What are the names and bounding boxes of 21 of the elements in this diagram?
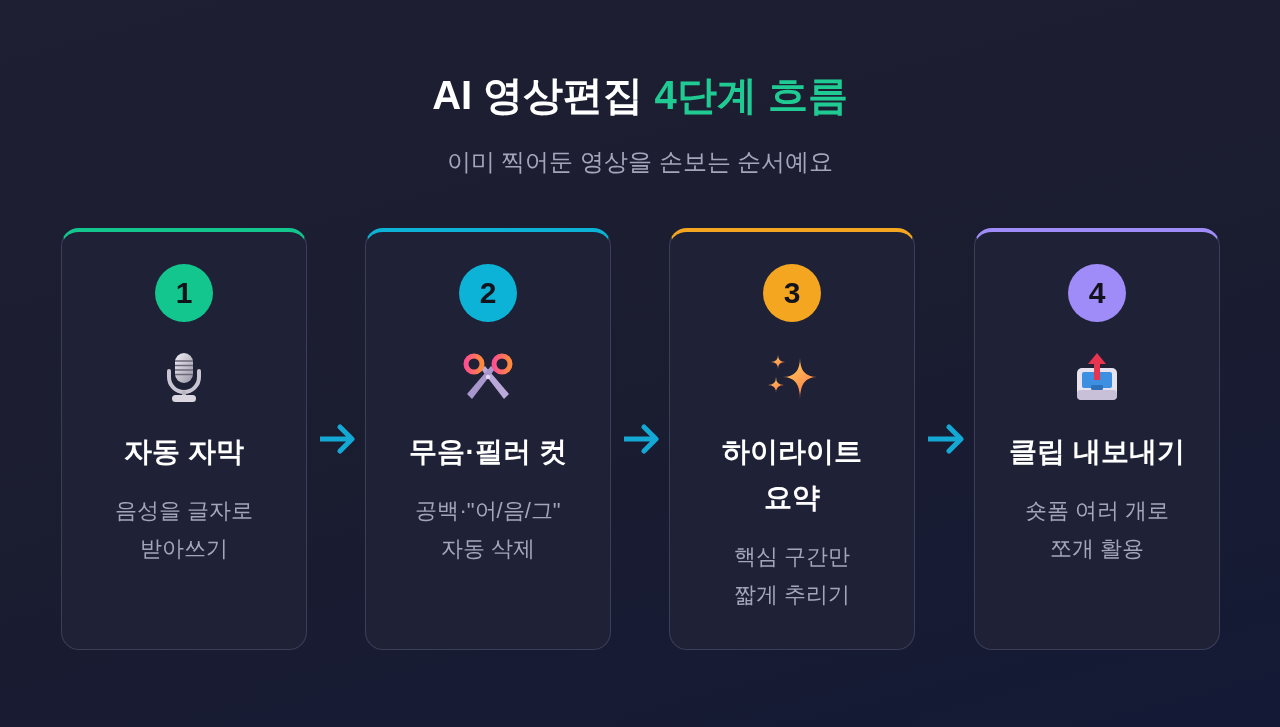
number-badge: 3 bbox=[763, 264, 821, 322]
arrow bbox=[928, 424, 964, 454]
step-heading: 자동 자막 bbox=[124, 436, 244, 467]
step-card bbox=[61, 228, 307, 650]
step-description: 핵심 구간만 짧게 추리기 bbox=[733, 544, 851, 607]
step-card bbox=[365, 228, 611, 650]
step-description: 공백·"어/음/그" 자동 삭제 bbox=[415, 498, 561, 561]
number-badge: 4 bbox=[1068, 264, 1126, 322]
number-badge: 1 bbox=[155, 264, 213, 322]
step-card bbox=[974, 228, 1220, 650]
step-heading: 하이라이트 요약 bbox=[722, 436, 862, 513]
title: AI 영상편집 4단계 흐름 bbox=[432, 73, 848, 117]
subtitle: 이미 찍어둔 영상을 손보는 순서예요 bbox=[446, 148, 834, 175]
step-card bbox=[669, 228, 915, 650]
step-description: 음성을 글자로 받아쓰기 bbox=[114, 498, 254, 561]
step-description: 숏폼 여러 개로 쪼개 활용 bbox=[1024, 498, 1170, 561]
arrow bbox=[320, 424, 355, 454]
number-badge: 2 bbox=[459, 264, 517, 322]
step-heading: 클립 내보내기 bbox=[1009, 436, 1185, 467]
arrow bbox=[624, 424, 659, 454]
step-heading: 무음·필러 컷 bbox=[409, 436, 567, 467]
